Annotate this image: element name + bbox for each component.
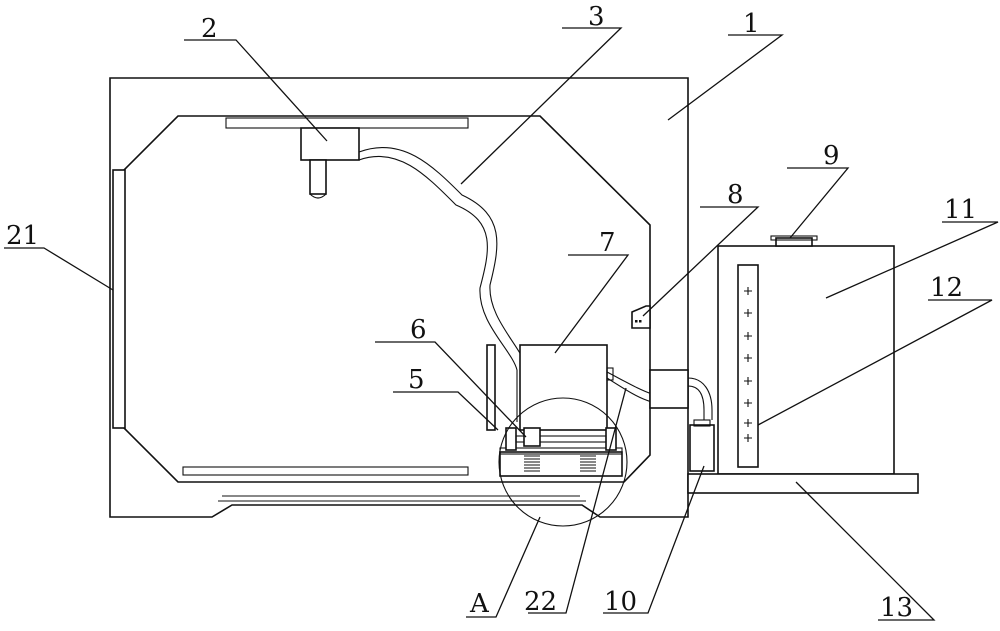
small-block-6 xyxy=(523,427,541,447)
label-7: 7 xyxy=(599,228,616,258)
label-1: 1 xyxy=(743,9,760,39)
level-gauge-12 xyxy=(737,264,759,468)
label-10: 10 xyxy=(604,587,637,617)
label-a: A xyxy=(469,589,490,619)
door-21 xyxy=(112,169,126,429)
support-posts xyxy=(505,427,617,451)
label-21: 21 xyxy=(6,221,39,251)
bottom-plate xyxy=(218,495,586,502)
sensor-8 xyxy=(631,305,651,329)
label-11: 11 xyxy=(944,195,977,225)
tank-cap-9 xyxy=(770,235,818,247)
top-rail xyxy=(225,117,469,129)
pipe-to-tank xyxy=(606,367,653,403)
detail-circle-a xyxy=(498,397,628,527)
label-22: 22 xyxy=(524,587,557,617)
guide-bar-5 xyxy=(486,344,496,431)
base-platform xyxy=(499,447,623,477)
label-texts: 2 3 1 9 8 7 11 12 6 5 21 A 22 10 13 xyxy=(6,2,977,623)
hose-3 xyxy=(358,146,528,422)
label-8: 8 xyxy=(727,180,744,210)
inner-floor-plate xyxy=(182,466,469,476)
pump-box-7 xyxy=(519,344,608,431)
pump-10 xyxy=(689,419,715,472)
label-13: 13 xyxy=(880,593,913,623)
label-6: 6 xyxy=(410,315,427,345)
shelf-13 xyxy=(687,473,919,494)
housing-outer xyxy=(109,77,689,518)
pipe-to-pump xyxy=(687,377,713,420)
nozzle-2 xyxy=(300,127,360,199)
label-2: 2 xyxy=(201,14,218,44)
spring-right xyxy=(580,455,596,472)
spring-left xyxy=(524,455,540,472)
label-3: 3 xyxy=(588,2,605,32)
label-5: 5 xyxy=(408,365,425,395)
wall-connector xyxy=(649,369,689,409)
leader-lines xyxy=(4,27,999,621)
label-12: 12 xyxy=(930,273,963,303)
label-9: 9 xyxy=(823,141,840,171)
